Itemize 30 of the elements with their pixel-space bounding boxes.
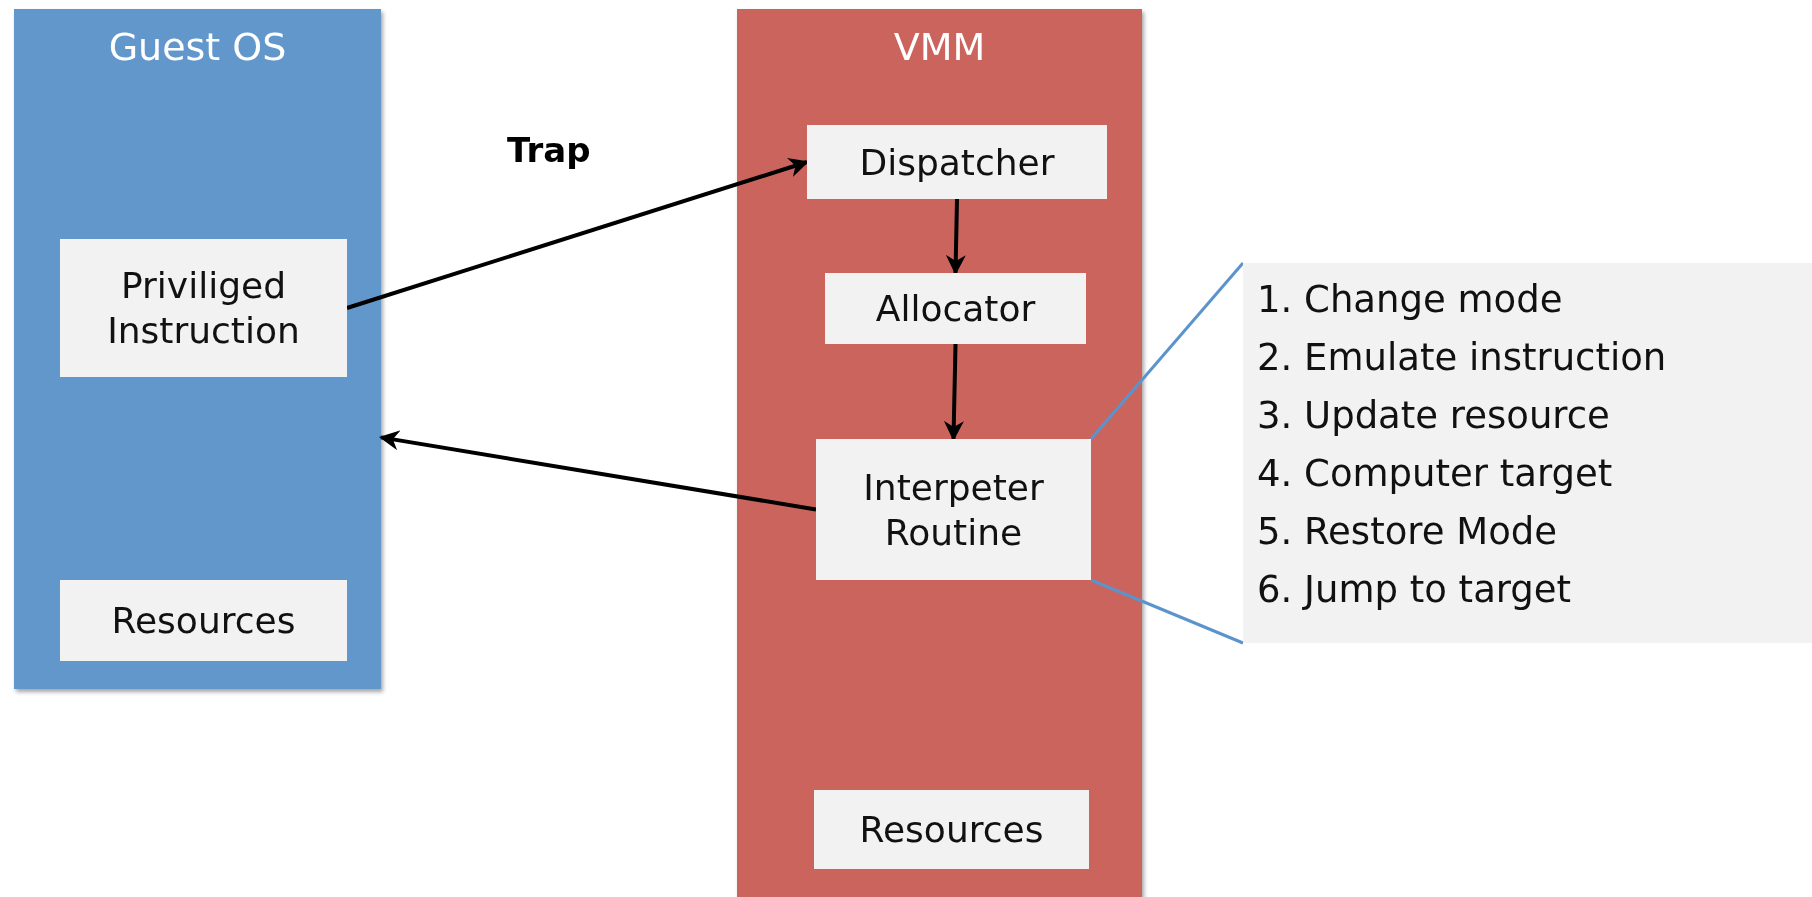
list-item: 6. Jump to target [1257,567,1573,613]
layer-panel [14,9,381,689]
process-box [816,439,1091,580]
arrow [945,198,966,275]
process-box [60,580,347,661]
panel-title: Guest OS [108,25,287,71]
process-box [807,125,1107,199]
list-item: 2. Emulate instruction [1257,335,1668,381]
list-item: 1. Change mode [1257,277,1564,323]
callout-line [1090,578,1244,645]
edge-label: Trap [507,130,591,170]
process-box [60,239,347,377]
layer-panel [737,9,1142,897]
step-list-box [1243,263,1812,643]
arrow [379,430,817,512]
panel-title: VMM [893,25,986,71]
box-label: Priviliged Instruction [106,264,301,353]
list-item: 3. Update resource [1257,393,1611,439]
arrow [943,343,964,441]
process-box [825,273,1086,344]
box-label: Interpeter Routine [862,465,1045,555]
box-label: Dispatcher [859,140,1055,185]
box-label: Allocator [875,287,1036,331]
arrow [346,157,809,310]
list-item: 5. Restore Mode [1257,509,1559,555]
callout-line [1089,262,1245,440]
process-box [814,790,1089,869]
list-item: 4. Computer target [1257,451,1614,497]
box-label: Resources [859,808,1044,852]
box-label: Resources [111,599,296,643]
